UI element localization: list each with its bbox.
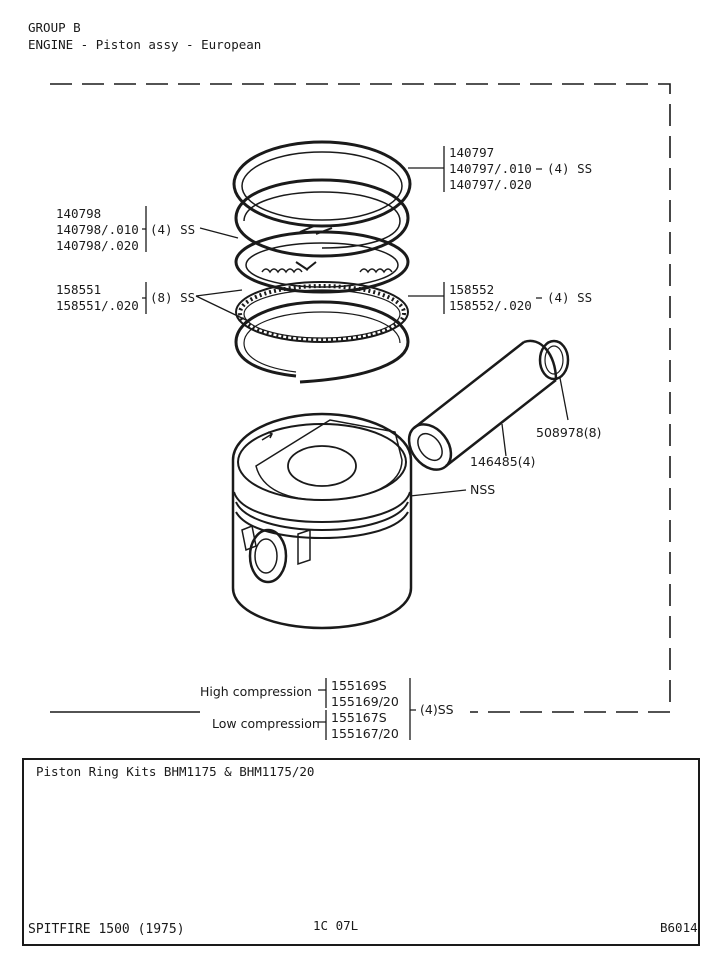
piston-ring-kit-box: Piston Ring Kits BHM1175 & BHM1175/20 — [22, 758, 700, 946]
second-ring-part-numbers: 140798 140798/.010 140798/.020 — [56, 206, 139, 254]
piston-nss-label: NSS — [470, 482, 496, 497]
gudgeon-pin-label: 146485(4) — [470, 454, 536, 469]
oil-ring-rail — [234, 300, 410, 384]
part-number: 140798/.010 — [56, 222, 139, 237]
kit-title: Piston Ring Kits BHM1175 & BHM1175/20 — [36, 764, 315, 779]
part-number: 155167S — [331, 710, 387, 725]
low-compression-part-numbers: 155167S 155167/20 — [331, 710, 399, 742]
top-ring-quantity: (4) SS — [547, 161, 593, 176]
page-code: 1C 07L — [313, 918, 359, 933]
second-compression-ring — [234, 178, 410, 258]
high-compression-label: High compression — [200, 684, 312, 699]
part-number: 158552/.020 — [449, 298, 532, 313]
oil-ring-expander — [235, 281, 409, 343]
piston-quantity: (4)SS — [420, 702, 454, 717]
part-number: 158551/.020 — [56, 298, 139, 313]
page-title: ENGINE - Piston assy - European — [28, 37, 262, 52]
top-ring-part-numbers: 140797 140797/.010 140797/.020 — [449, 145, 532, 193]
model-label: SPITFIRE 1500 (1975) — [28, 922, 185, 937]
oil-expander-part-numbers: 158552 158552/.020 — [449, 282, 532, 314]
part-number: 140797 — [449, 145, 495, 160]
reference-code: B6014 — [660, 920, 698, 935]
leader-lines — [195, 167, 569, 497]
part-number: 155167/20 — [331, 726, 399, 741]
oil-expander-quantity: (4) SS — [547, 290, 593, 305]
group-label: GROUP B — [28, 20, 81, 35]
callout-brackets — [142, 146, 542, 740]
circlip-label: 508978(8) — [536, 425, 602, 440]
diagram-frame — [50, 83, 671, 713]
piston — [231, 412, 413, 630]
oil-control-ring — [234, 230, 410, 294]
gudgeon-pin — [407, 339, 558, 471]
part-number: 140797/.010 — [449, 161, 532, 176]
low-compression-label: Low compression — [212, 716, 320, 731]
part-number: 155169/20 — [331, 694, 399, 709]
part-number: 158552 — [449, 282, 495, 297]
top-compression-ring — [232, 140, 412, 228]
part-number: 140798/.020 — [56, 238, 139, 253]
part-number: 155169S — [331, 678, 387, 693]
second-ring-quantity: (4) SS — [150, 222, 196, 237]
part-number: 140798 — [56, 206, 102, 221]
oil-rail-quantity: (8) SS — [150, 290, 196, 305]
circlip — [538, 339, 570, 381]
high-compression-part-numbers: 155169S 155169/20 — [331, 678, 399, 710]
part-number: 158551 — [56, 282, 102, 297]
part-number: 140797/.020 — [449, 177, 532, 192]
oil-rail-part-numbers: 158551 158551/.020 — [56, 282, 139, 314]
